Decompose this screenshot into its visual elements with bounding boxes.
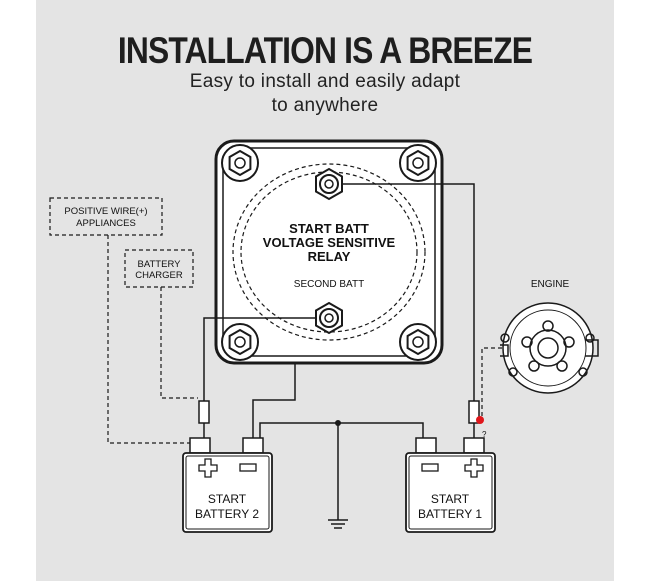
plus-icon	[464, 458, 484, 478]
battery-charger-label-2: CHARGER	[135, 270, 183, 281]
fuse-right	[468, 400, 480, 424]
battery-charger-label-1: BATTERY	[138, 259, 182, 270]
red-indicator-dot	[476, 416, 484, 424]
minus-icon	[239, 463, 257, 472]
battery-right-positive-post	[463, 437, 485, 454]
battery-left-label-1: START	[208, 492, 247, 506]
mount-bolt-bottom-left	[221, 323, 259, 361]
wire-relay-ground	[252, 363, 296, 443]
wire-negative-bus	[259, 422, 424, 443]
battery-right: START BATTERY 1	[405, 437, 496, 533]
wire-second-batt-to-fuse	[203, 317, 315, 402]
junction-dot	[335, 420, 341, 426]
terminal-second-batt	[315, 302, 343, 334]
positive-wire-label-1: POSITIVE WIRE(+)	[64, 206, 147, 217]
relay-label-line-1: START BATT	[289, 221, 369, 236]
positive-wire-callout-box	[49, 197, 163, 236]
relay-label-line-2: VOLTAGE SENSITIVE	[263, 235, 396, 250]
wire-engine	[481, 347, 502, 420]
relay-body	[214, 139, 444, 365]
fuse-left	[198, 400, 210, 424]
fuse-marker-label: ?	[482, 430, 487, 439]
plus-icon	[198, 458, 218, 478]
dashed-wires	[107, 235, 502, 444]
mount-bolt-top-left	[221, 144, 259, 182]
engine-label: ENGINE	[531, 279, 570, 290]
terminal-start-batt	[315, 168, 343, 200]
wire-charger	[160, 287, 198, 399]
battery-left-positive-post	[189, 437, 211, 454]
battery-right-label-1: START	[431, 492, 470, 506]
positive-wire-label-2: APPLIANCES	[76, 218, 136, 229]
battery-left: START BATTERY 2	[182, 437, 273, 533]
engine-icon	[500, 302, 599, 394]
battery-left-label-2: BATTERY 2	[195, 507, 259, 521]
wire-start-batt-to-fuse	[343, 183, 475, 402]
minus-icon	[421, 463, 439, 472]
battery-left-negative-post	[242, 437, 264, 454]
subtitle-line-2: to anywhere	[271, 95, 379, 116]
solid-wires	[203, 183, 475, 529]
page-title: INSTALLATION IS A BREEZE	[117, 30, 533, 71]
relay-label-line-3: RELAY	[308, 249, 351, 264]
battery-right-label-2: BATTERY 1	[418, 507, 482, 521]
mount-bolt-top-right	[399, 144, 437, 182]
battery-charger-callout-box	[124, 249, 194, 288]
subtitle-line-1: Easy to install and easily adapt	[189, 71, 461, 92]
relay-label-second-batt: SECOND BATT	[294, 279, 364, 290]
battery-right-negative-post	[415, 437, 437, 454]
mount-bolt-bottom-right	[399, 323, 437, 361]
